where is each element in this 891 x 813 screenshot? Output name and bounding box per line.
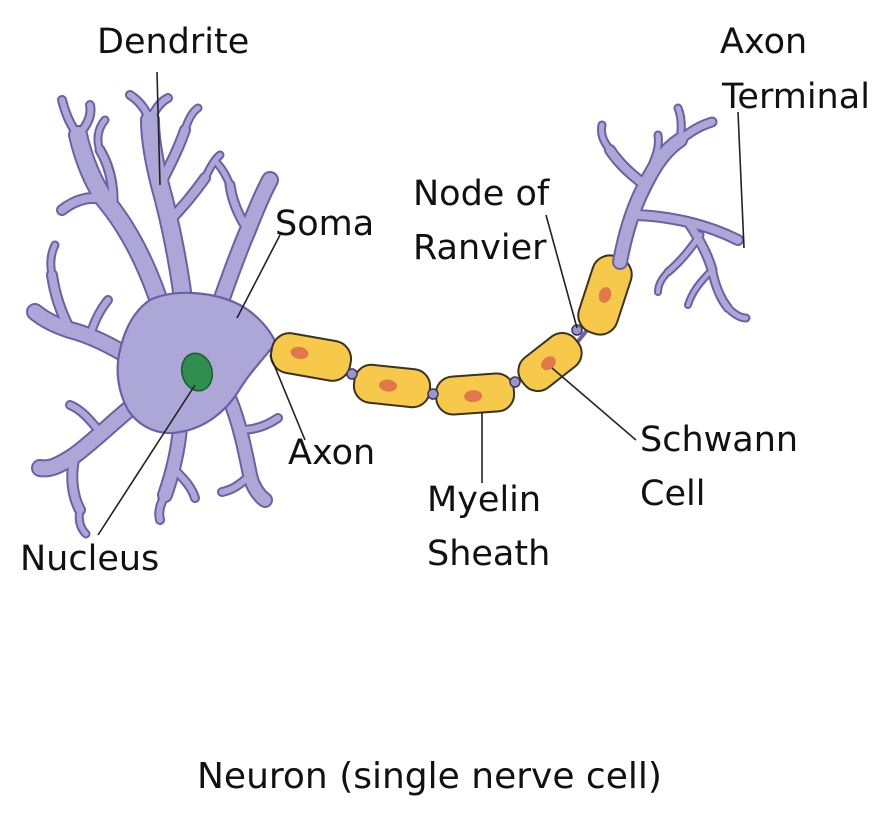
schwann-nucleus xyxy=(290,346,309,360)
node-of-ranvier xyxy=(346,368,358,380)
dendrite-branch xyxy=(226,181,252,234)
dendrites xyxy=(26,90,283,539)
myelin-segment xyxy=(269,332,353,382)
schwann-nucleus xyxy=(541,356,556,371)
dendrite-branch xyxy=(202,152,223,181)
dendrite-branch xyxy=(59,97,81,138)
label-axon: Axon xyxy=(288,433,375,473)
node-of-ranvier xyxy=(509,376,521,388)
label-myelin-sheath-line2: Sheath xyxy=(427,534,550,574)
dendrite-branch xyxy=(172,467,198,501)
dendrite-branch xyxy=(96,146,117,219)
leader-line-dendrite xyxy=(156,71,161,186)
label-soma: Soma xyxy=(275,204,374,244)
dendrite-branch xyxy=(48,271,74,334)
dendrite-branch xyxy=(159,422,186,501)
dendrite-branch xyxy=(156,492,168,523)
dendrite-branch xyxy=(58,194,109,214)
dendrite-branch xyxy=(142,112,193,323)
dendrite-branch xyxy=(166,174,209,224)
dendrite-branch xyxy=(219,472,253,495)
label-dendrite: Dendrite xyxy=(97,22,249,62)
dendrite-branch xyxy=(156,126,189,189)
leader-line-node xyxy=(545,214,578,329)
schwann-nucleus xyxy=(464,390,483,403)
dendrite-branch xyxy=(67,402,103,435)
dendrite-branch xyxy=(68,451,84,514)
leader-line-axon-terminal xyxy=(737,111,745,249)
dendrite-branch xyxy=(48,242,58,278)
label-node-of-ranvier-line1: Node of xyxy=(413,174,550,214)
label-nucleus: Nucleus xyxy=(20,539,159,579)
dendrite-branch xyxy=(70,127,173,328)
axon-terminal-branch xyxy=(725,305,749,321)
dendrite-branch xyxy=(75,102,94,138)
label-schwann-cell-line1: Schwann xyxy=(640,420,798,460)
schwann-nucleus xyxy=(379,379,397,392)
axon-terminal xyxy=(597,103,751,323)
axon-terminal-branch xyxy=(709,267,731,311)
leader-line-axon xyxy=(269,354,306,441)
nodes-of-ranvier xyxy=(346,324,583,400)
leader-line-schwann xyxy=(551,367,637,441)
axon-terminal-branch xyxy=(684,218,716,274)
axon-terminal-branch xyxy=(599,122,613,153)
label-node-of-ranvier-line2: Ranvier xyxy=(413,228,547,268)
dendrite-branch xyxy=(237,415,281,433)
caption: Neuron (single nerve cell) xyxy=(197,756,662,797)
leader-line-nucleus xyxy=(97,384,196,536)
axon-terminal-branch xyxy=(686,268,714,307)
label-axon-terminal-line1: Axon xyxy=(720,22,807,62)
dendrite-branch xyxy=(213,159,233,188)
leader-line-soma xyxy=(236,234,281,319)
axon-terminal-branch xyxy=(656,270,670,294)
axon-terminal-branch xyxy=(665,232,703,275)
dendrite-branch xyxy=(76,507,89,537)
axon-terminal-branch xyxy=(675,105,684,143)
dendrite-branch xyxy=(182,105,201,133)
dendrite-branch xyxy=(87,297,111,338)
nucleus xyxy=(180,352,214,392)
axon-terminal-branch xyxy=(606,146,649,189)
dendrite-branch xyxy=(95,117,108,153)
label-myelin-sheath-line1: Myelin xyxy=(427,480,541,520)
label-schwann-cell-line2: Cell xyxy=(640,474,705,514)
node-of-ranvier xyxy=(427,388,439,400)
leader-lines xyxy=(97,71,745,536)
label-axon-terminal-line2: Terminal xyxy=(721,77,870,117)
myelin-sheath xyxy=(269,254,633,416)
axon-terminal-branch xyxy=(647,132,661,173)
schwann-nucleus xyxy=(598,287,612,303)
axon-terminal-branch xyxy=(676,118,716,144)
